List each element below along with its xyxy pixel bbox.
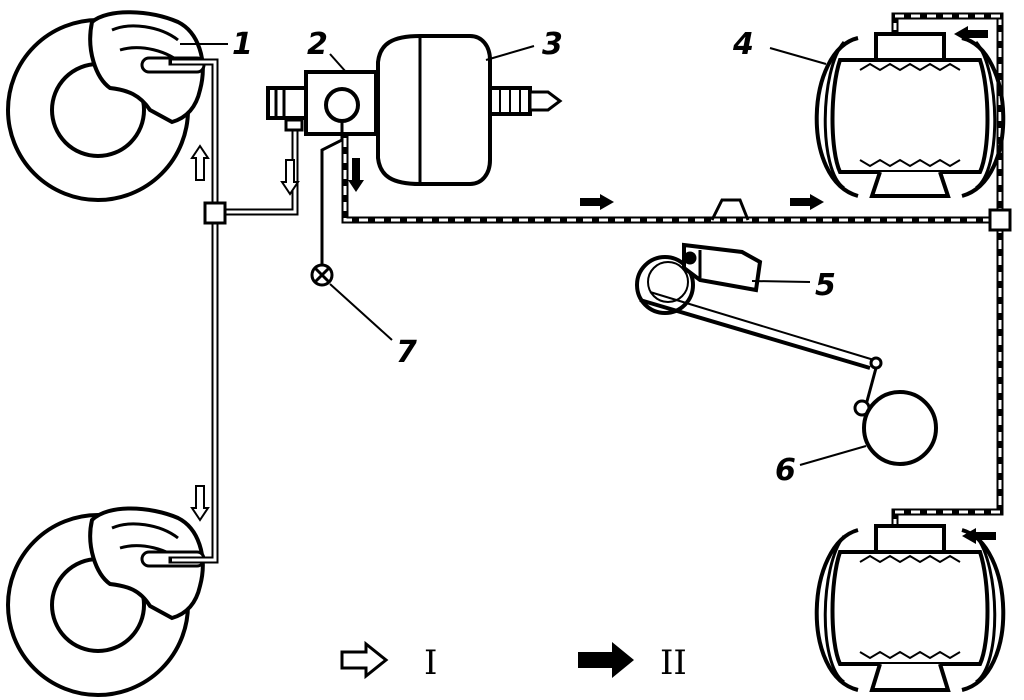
circuit-one-pipes [168,58,299,564]
legend-circuit-two-label: II [660,643,687,683]
circuit-two-flow-arrows [348,26,996,544]
callout-5: 5 [815,268,836,303]
vacuum-booster [376,34,563,186]
rear-left-disc-brake [6,506,206,697]
pressure-regulator [635,242,875,370]
legend-circuit-one-label: I [424,643,437,683]
legend-solid-arrow-icon [578,642,634,678]
rear-axle-link [853,356,938,466]
circuit-two-pipes [341,12,1012,529]
rear-right-drum-brake-top [814,32,1006,198]
callout-6: 6 [775,453,796,488]
callout-4: 4 [732,27,754,62]
master-cylinder [266,70,378,136]
callout-7: 7 [396,335,417,370]
legend-outline-arrow-icon [340,640,389,680]
legend: I II [340,640,687,683]
callout-2: 2 [307,27,328,62]
rear-right-drum-brake-bottom [814,524,1006,692]
callout-leaders [180,43,867,466]
callout-3: 3 [542,27,563,62]
front-left-disc-brake [6,10,206,202]
circuit-one-flow-arrows [190,144,300,522]
warning-lamp [310,121,344,287]
callout-1: 1 [232,27,253,62]
